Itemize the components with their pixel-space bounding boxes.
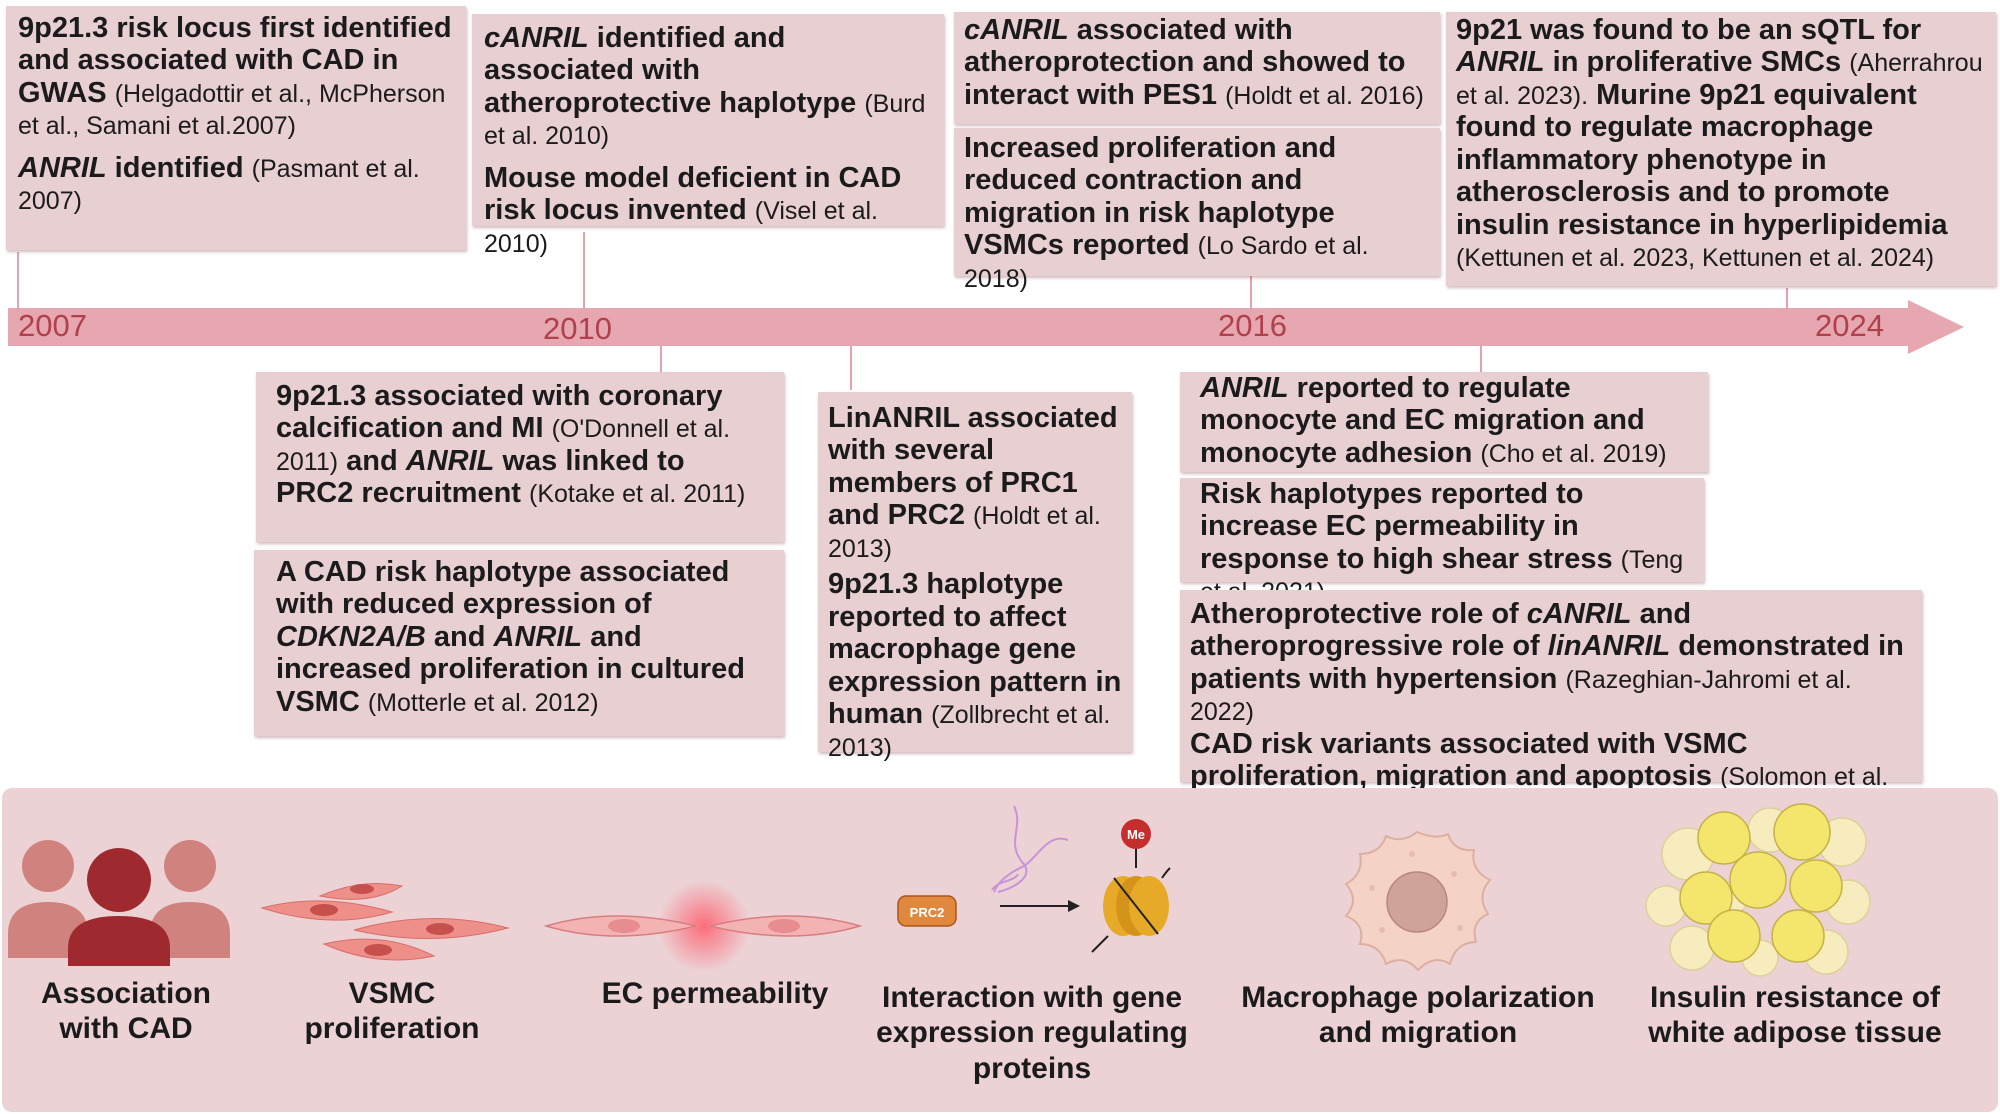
tick-2016 <box>1250 276 1252 312</box>
event-reference: (Razeghian-Jahromi et al. 2022) <box>1190 665 1852 727</box>
caption-gene-interaction: Interaction with gene expression regulat… <box>876 981 1188 1085</box>
macrophage-icon <box>1344 830 1492 972</box>
event-box-2021: Risk haplotypes reported to increase EC … <box>1180 478 1704 606</box>
event-text: associated with atheroprotection and sho… <box>964 14 1406 111</box>
gene-regulation-icon: PRC2 Me <box>897 805 1171 953</box>
event-reference: (Kotake et al. 2011) <box>529 480 746 509</box>
event-text: 9p21 was found to be an sQTL for <box>1456 14 1922 46</box>
ec-permeability-icon <box>543 880 863 972</box>
vsmc-cells-icon <box>260 883 510 961</box>
caption-insulin-resistance: Insulin resistance of white adipose tiss… <box>1648 981 1942 1050</box>
event-reference: (Pasmant et al. 2007) <box>18 154 420 216</box>
event-text: identified <box>114 151 244 184</box>
timeline-arrow <box>8 300 1964 354</box>
event-text: Mouse model deficient in CAD risk locus … <box>484 161 902 227</box>
event-box-2010: cANRIL identified and associated with at… <box>472 14 944 258</box>
year-label: 2024 <box>1815 308 1884 343</box>
event-box-2012: A CAD risk haplotype associated with red… <box>254 550 784 736</box>
event-text: was linked to PRC2 recruitment <box>276 444 685 510</box>
event-reference: (Burd et al. 2010) <box>484 89 926 151</box>
event-text: demonstrated in patients with hypertensi… <box>1190 630 1904 695</box>
me-label: Me <box>1127 827 1145 842</box>
event-text: in proliferative SMCs <box>1552 46 1842 79</box>
event-text: and <box>346 444 398 477</box>
gene-name: ANRIL <box>1456 46 1545 79</box>
event-text: CAD risk variants associated with VSMC p… <box>1190 727 1748 793</box>
tick-2010 <box>583 232 585 310</box>
tick-2007 <box>17 252 19 312</box>
gene-name: CDKN2A/B <box>276 620 426 653</box>
gene-name: cANRIL <box>964 14 1069 46</box>
event-text: and increased proliferation in cultured … <box>276 620 745 718</box>
event-text: and atheroprogressive role of <box>1190 598 1692 663</box>
people-group-icon <box>8 840 230 966</box>
event-reference: (Holdt et al. 2016) <box>1225 81 1424 110</box>
event-box-2013: LinANRIL associated with several members… <box>818 392 1132 762</box>
event-box-2011: 9p21.3 associated with coronary calcific… <box>256 372 784 542</box>
year-label: 2010 <box>543 311 612 346</box>
gene-name: cANRIL <box>484 22 589 54</box>
gene-name: linANRIL <box>1547 630 1671 663</box>
adipose-tissue-icon <box>1645 803 1871 977</box>
event-text: Increased proliferation and reduced cont… <box>964 132 1337 262</box>
event-text: identified and associated with atheropro… <box>484 22 857 119</box>
tick-2011 <box>660 344 662 372</box>
event-reference: (Zollbrecht et al. 2013) <box>828 701 1111 762</box>
gene-name: ANRIL <box>18 151 107 184</box>
tick-2019 <box>1480 344 1482 372</box>
event-box-2024: 9p21 was found to be an sQTL for ANRIL i… <box>1446 12 1996 286</box>
caption-association-with-cad: Association with CAD <box>40 977 212 1046</box>
event-text: Atheroprotective role of <box>1190 598 1519 630</box>
caption-ec-permeability: EC permeability <box>601 977 829 1010</box>
gene-name: ANRIL <box>405 444 495 477</box>
event-reference: (Motterle et al. 2012) <box>367 688 599 717</box>
year-label: 2016 <box>1218 308 1287 343</box>
tick-2013 <box>850 344 852 390</box>
event-reference: (Kettunen et al. 2023, Kettunen et al. 2… <box>1456 244 1935 273</box>
caption-vsmc-proliferation: VSMC proliferation <box>304 977 480 1046</box>
caption-macrophage: Macrophage polarization and migration <box>1241 981 1595 1050</box>
event-reference: (O'Donnell et al. 2011) <box>276 415 731 476</box>
event-box-2022: Atheroprotective role of cANRIL and athe… <box>1180 590 1922 824</box>
event-text: 9p21.3 haplotype reported to affect macr… <box>828 568 1122 731</box>
event-reference: (Visel et al. 2010) <box>484 197 878 258</box>
event-text: and <box>433 620 486 653</box>
tick-2024 <box>1786 288 1788 310</box>
event-text: LinANRIL associated with several members… <box>828 402 1118 532</box>
event-text: 9p21.3 associated with coronary calcific… <box>276 380 723 445</box>
year-label: 2007 <box>18 308 87 343</box>
prc2-label: PRC2 <box>910 905 945 920</box>
event-text: Risk haplotypes reported to increase EC … <box>1200 478 1613 575</box>
event-text: Murine 9p21 equivalent found to regulate… <box>1456 78 1948 241</box>
gene-name: ANRIL <box>493 620 583 653</box>
event-box-2016-a: cANRIL associated with atheroprotection … <box>954 12 1440 124</box>
event-reference: (Helgadottir et al., McPherson et al., S… <box>18 79 446 141</box>
gene-name: cANRIL <box>1526 598 1632 630</box>
event-reference: (Aherrahrou et al. 2023). <box>1456 49 1983 110</box>
event-reference: (Holdt et al. 2013) <box>828 502 1101 563</box>
gene-name: ANRIL <box>1200 372 1289 404</box>
event-box-2016-b: Increased proliferation and reduced cont… <box>954 128 1440 293</box>
event-text: A CAD risk haplotype associated with red… <box>276 556 730 621</box>
event-text: reported to regulate monocyte and EC mig… <box>1200 372 1645 469</box>
event-box-2019: ANRIL reported to regulate monocyte and … <box>1180 372 1708 472</box>
event-box-2007: 9p21.3 risk locus first identified and a… <box>6 6 466 250</box>
event-reference: (Cho et al. 2019) <box>1480 439 1667 468</box>
event-reference: (Lo Sardo et al. 2018) <box>964 232 1369 293</box>
event-text: 9p21.3 risk locus first identified and a… <box>18 12 452 109</box>
